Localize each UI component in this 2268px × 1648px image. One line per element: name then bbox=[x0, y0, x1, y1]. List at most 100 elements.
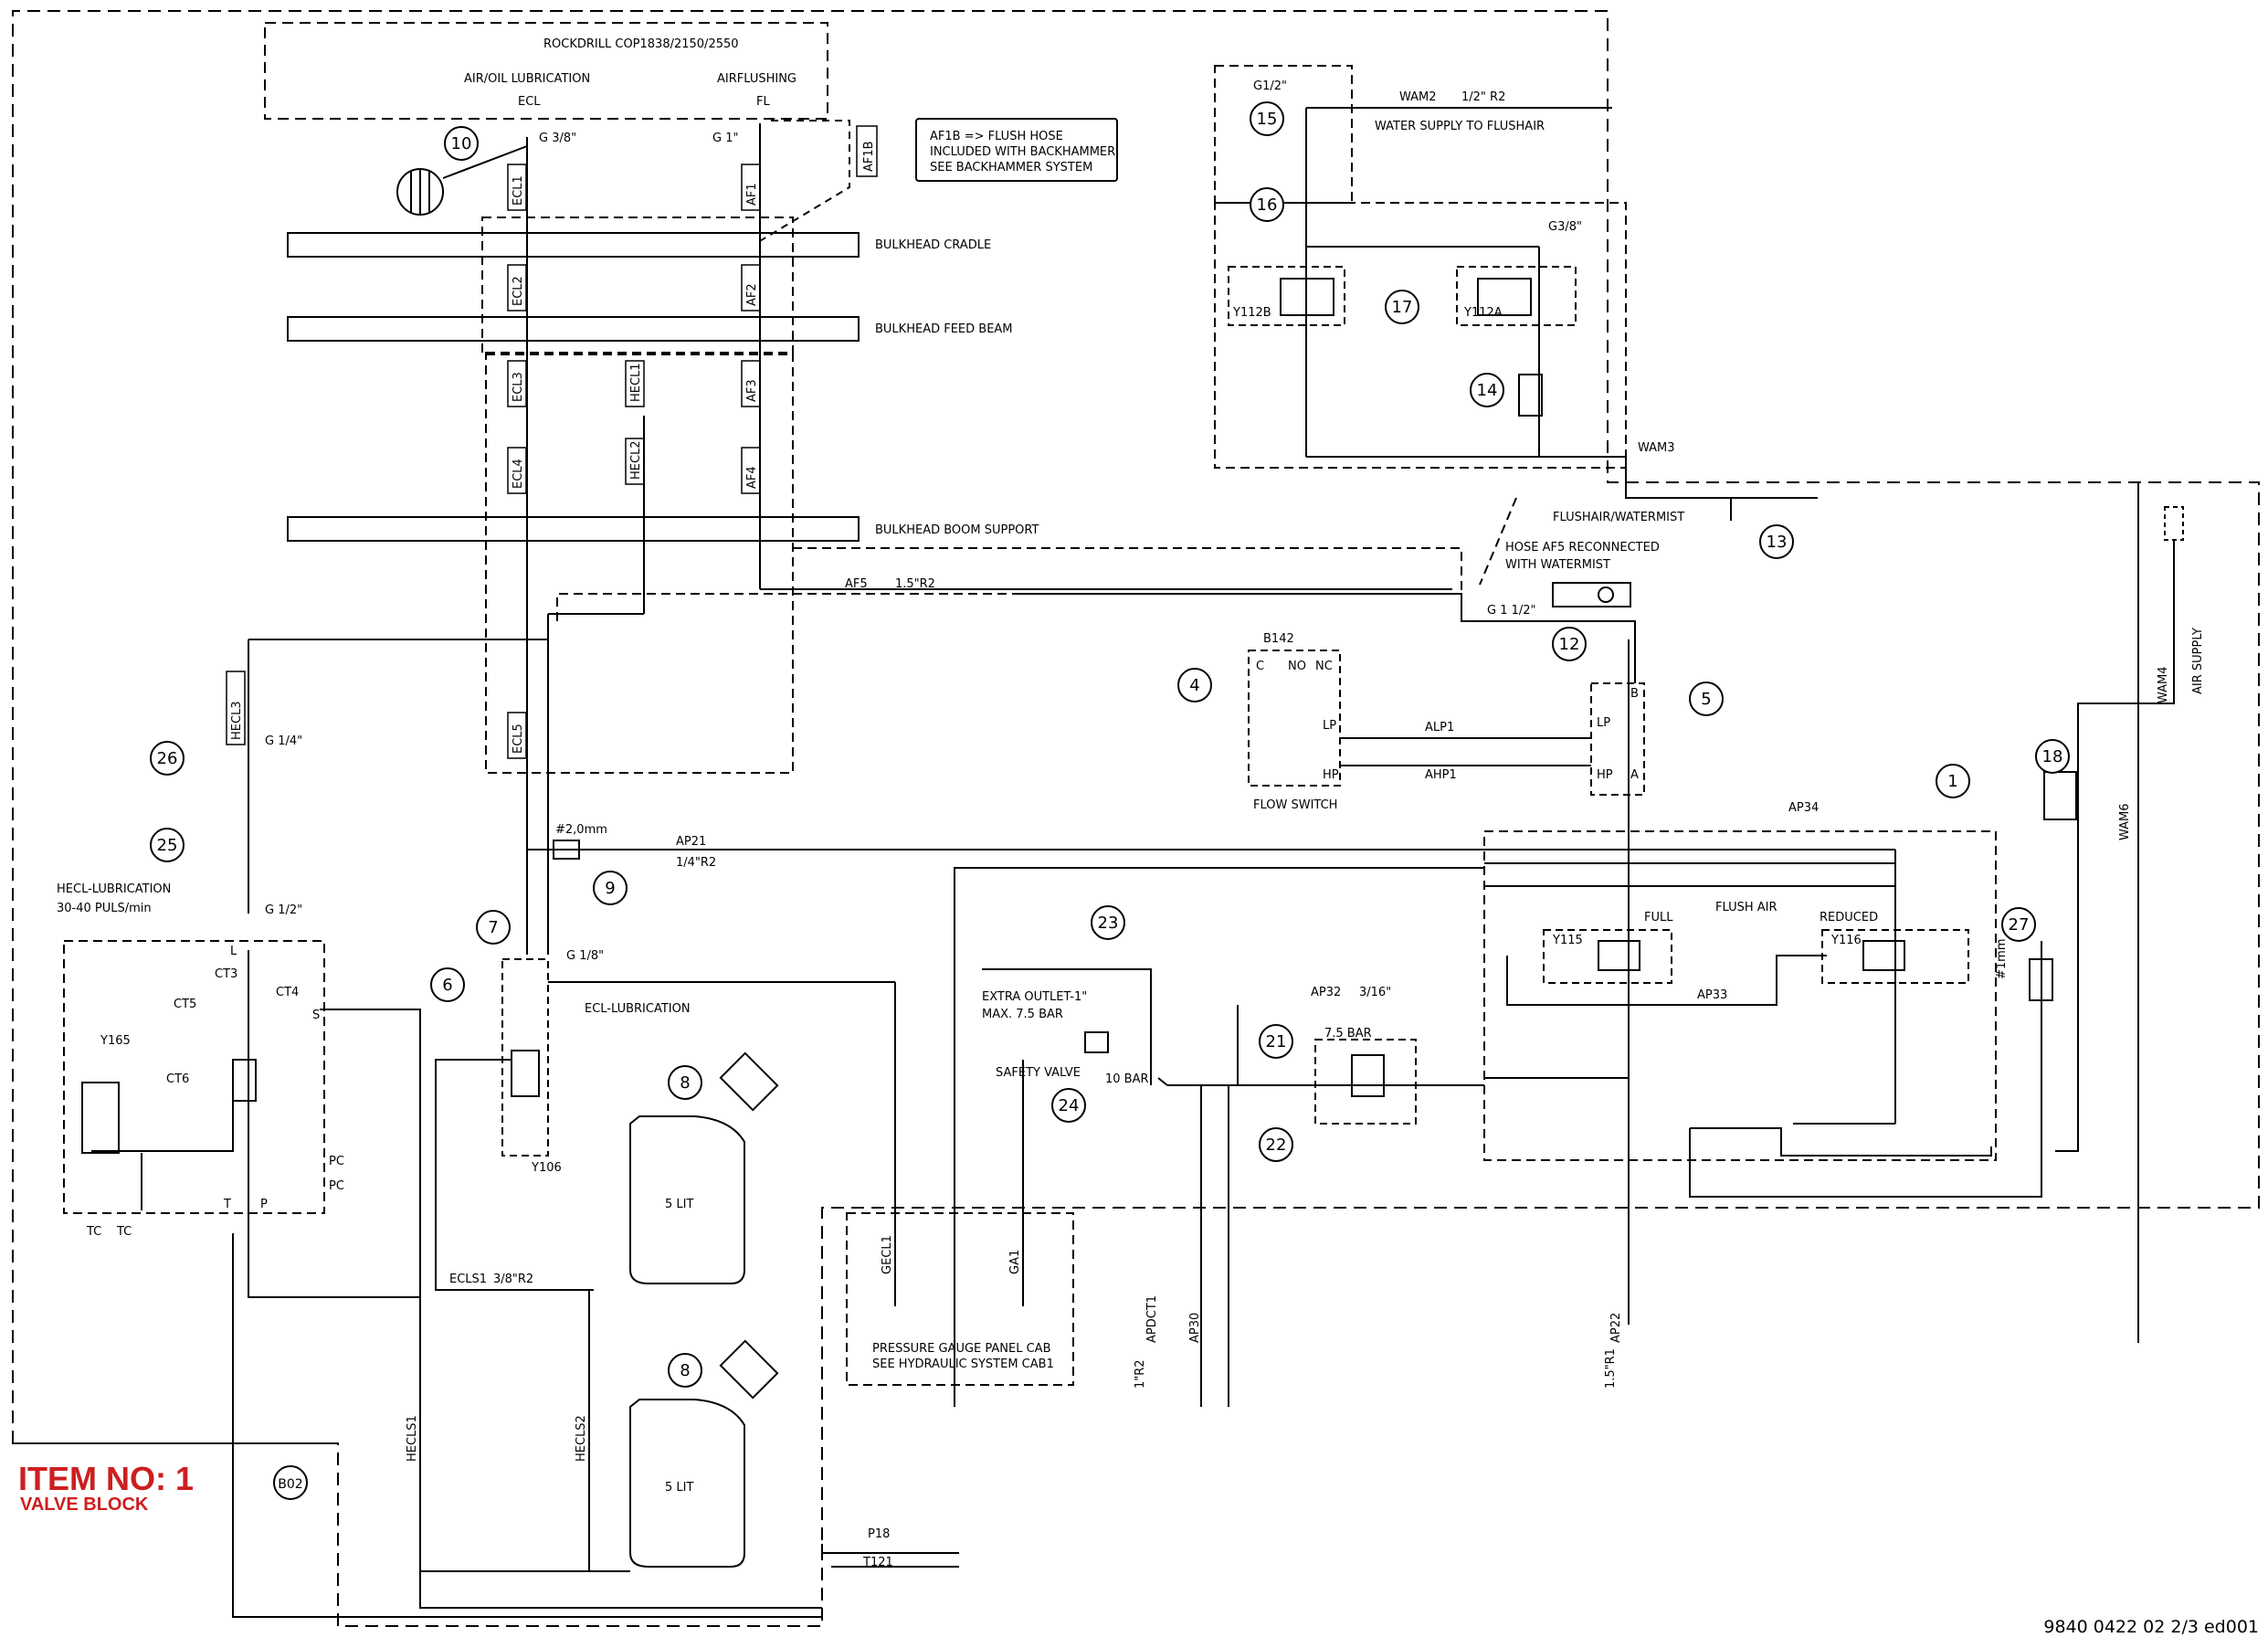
full-label: FULL bbox=[1644, 911, 1673, 924]
lube-label: AIR/OIL LUBRICATION bbox=[464, 72, 590, 86]
balloon-7 bbox=[476, 910, 511, 945]
balloon-13-num: 13 bbox=[1767, 533, 1788, 552]
rockdrill-label: ROCKDRILL COP1838/2150/2550 bbox=[543, 37, 739, 51]
tank-upper bbox=[629, 1115, 745, 1284]
size-g12: G 1/2" bbox=[265, 903, 302, 917]
port-no: NO bbox=[1288, 660, 1306, 673]
hose-ecl1: ECL1 bbox=[512, 175, 525, 206]
balloon-22 bbox=[1259, 1127, 1293, 1162]
hecl-note-2: 30-40 PULS/min bbox=[57, 902, 152, 915]
hose-alp1: ALP1 bbox=[1425, 721, 1454, 734]
port-ct6: CT6 bbox=[166, 1072, 189, 1086]
hose-wam3: WAM3 bbox=[1638, 441, 1675, 455]
y165-label: Y165 bbox=[100, 1034, 131, 1048]
flush-label: AIRFLUSHING bbox=[717, 72, 796, 86]
hose-wam6: WAM6 bbox=[2118, 803, 2132, 840]
balloon-27-num: 27 bbox=[2009, 915, 2030, 935]
hose-ap22: AP22 bbox=[1609, 1313, 1623, 1343]
pressure-gauge-panel bbox=[846, 1212, 1074, 1386]
port-t: T bbox=[223, 1198, 231, 1211]
extra-outlet-1: EXTRA OUTLET-1" bbox=[982, 990, 1087, 1004]
size-r14: 1/4"R2 bbox=[676, 856, 716, 870]
balloon-10-num: 10 bbox=[451, 134, 472, 153]
af1b-note-1: AF1B => FLUSH HOSE bbox=[930, 130, 1063, 143]
size-g38b: G3/8" bbox=[1548, 220, 1582, 234]
balloon-1 bbox=[1936, 764, 1970, 798]
hose-af5: AF5 bbox=[845, 577, 868, 591]
size-r316: 3/16" bbox=[1359, 986, 1391, 999]
hose-af1b: AF1B bbox=[862, 141, 876, 172]
balloon-18-num: 18 bbox=[2042, 747, 2063, 766]
fl-label: FL bbox=[756, 95, 770, 109]
size-r38: 3/8"R2 bbox=[493, 1273, 533, 1286]
bar10-label: 10 BAR bbox=[1105, 1072, 1149, 1086]
balloon-23 bbox=[1091, 905, 1125, 940]
tank-upper-label: 5 LIT bbox=[665, 1198, 693, 1211]
hose-ap34: AP34 bbox=[1788, 801, 1819, 815]
ecl-label: ECL bbox=[518, 95, 541, 109]
size-r1: 1"R2 bbox=[1134, 1359, 1147, 1389]
balloon-17-num: 17 bbox=[1392, 298, 1413, 317]
balloon-9 bbox=[593, 871, 628, 905]
port-pc-2: PC bbox=[329, 1179, 344, 1193]
port-ct5: CT5 bbox=[174, 998, 196, 1011]
balloon-5 bbox=[1689, 681, 1724, 716]
item-subtitle: VALVE BLOCK bbox=[20, 1495, 149, 1515]
balloon-4 bbox=[1177, 668, 1212, 703]
flush-air-label: FLUSH AIR bbox=[1715, 901, 1777, 914]
bar75-label: 7.5 BAR bbox=[1324, 1027, 1372, 1041]
y116-label: Y116 bbox=[1830, 934, 1862, 947]
hose-ap30: AP30 bbox=[1188, 1313, 1202, 1343]
hose-hecl3: HECL3 bbox=[230, 701, 244, 740]
hecl-note-1: HECL-LUBRICATION bbox=[57, 882, 171, 896]
hose-ecl4: ECL4 bbox=[512, 459, 525, 489]
balloon-8a-num: 8 bbox=[680, 1073, 690, 1093]
port-hp-left: HP bbox=[1323, 768, 1339, 782]
hose-wam2: WAM2 bbox=[1399, 90, 1437, 104]
extra-outlet-2: MAX. 7.5 BAR bbox=[982, 1008, 1063, 1021]
y115-label: Y115 bbox=[1552, 934, 1583, 947]
flush-air-block bbox=[1483, 830, 1997, 1161]
balloon-24 bbox=[1051, 1088, 1086, 1123]
bulkhead-feed-label: BULKHEAD FEED BEAM bbox=[875, 322, 1013, 336]
balloon-10 bbox=[444, 126, 479, 161]
balloon-17 bbox=[1385, 290, 1419, 324]
hose-ap21: AP21 bbox=[676, 835, 706, 849]
balloon-21-num: 21 bbox=[1266, 1032, 1287, 1051]
ecl-lube-label: ECL-LUBRICATION bbox=[585, 1002, 691, 1016]
water-supply-label: WATER SUPPLY TO FLUSHAIR bbox=[1375, 120, 1545, 133]
balloon-24-num: 24 bbox=[1059, 1096, 1080, 1115]
gauge-note-1: PRESSURE GAUGE PANEL CAB bbox=[872, 1342, 1051, 1356]
balloon-12-num: 12 bbox=[1559, 635, 1580, 654]
y106-label: Y106 bbox=[531, 1161, 562, 1175]
balloon-b02 bbox=[273, 1465, 308, 1500]
af5-note-1: HOSE AF5 RECONNECTED bbox=[1505, 541, 1660, 555]
hose-af2: AF2 bbox=[745, 283, 759, 306]
port-tc-1: TC bbox=[86, 1225, 101, 1239]
balloon-8b-num: 8 bbox=[680, 1361, 690, 1380]
af1b-note-box bbox=[915, 118, 1118, 182]
hose-ga1: GA1 bbox=[1008, 1250, 1022, 1274]
flow-switch-box bbox=[1248, 650, 1341, 787]
port-lp-right: LP bbox=[1597, 716, 1610, 730]
af5-note-2: WITH WATERMIST bbox=[1505, 558, 1610, 572]
size-g12b: G1/2" bbox=[1253, 79, 1287, 93]
hose-wam4: WAM4 bbox=[2157, 666, 2170, 703]
port-a: A bbox=[1630, 768, 1639, 782]
air-supply-label: AIR SUPPLY bbox=[2191, 628, 2205, 694]
document-number: 9840 0422 02 2/3 ed001 bbox=[2043, 1617, 2259, 1637]
balloon-15 bbox=[1250, 101, 1284, 136]
item-number-title: ITEM NO: 1 bbox=[18, 1460, 195, 1497]
hose-af4: AF4 bbox=[745, 466, 759, 489]
balloon-9-num: 9 bbox=[605, 879, 615, 898]
size-r12: 1/2" R2 bbox=[1461, 90, 1505, 104]
balloon-5-num: 5 bbox=[1701, 690, 1711, 709]
hose-hecls1: HECLS1 bbox=[406, 1415, 419, 1462]
tank-lower-label: 5 LIT bbox=[665, 1481, 693, 1495]
size-r15: 1.5"R2 bbox=[895, 577, 935, 591]
item-10-symbol bbox=[396, 145, 528, 216]
port-ct3: CT3 bbox=[215, 967, 237, 981]
hecl-lube-block bbox=[63, 940, 325, 1214]
